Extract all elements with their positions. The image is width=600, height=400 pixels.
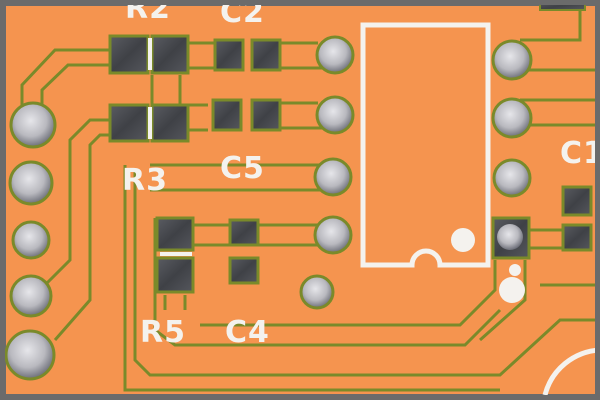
pad-r5-a [155,216,195,252]
ic-pin-left-4 [313,215,353,255]
label-c1: C1 [560,136,600,171]
header-pin-4 [9,274,53,318]
label-r3: R3 [122,163,168,198]
ic-pin-right-4 [497,224,523,250]
ic-pin-left-2 [315,95,355,135]
header-pin-2 [8,160,54,206]
pad-r2-a [108,34,150,75]
ic-pin-left-1 [315,35,355,75]
label-c5: C5 [220,151,265,186]
ic-pin-right-3 [492,158,532,198]
silkscreen-labels: R2 C2 R3 C5 R5 C4 C1 U1 [122,0,600,350]
pad-c5-b [250,98,282,132]
traces [20,5,600,392]
pad-c4-a [228,218,260,247]
pad-r3-b [150,103,190,143]
pad-c4-b [228,256,260,285]
ic-outline [360,22,600,396]
pad-c5-a [211,98,243,132]
ic-pin-right-2 [491,97,533,139]
pad-c1-b [561,223,593,252]
label-r5: R5 [140,315,186,350]
header-pin-3 [11,220,51,260]
through-hole-pins [4,35,533,381]
pad-r5-b [155,256,195,294]
via [299,274,335,310]
pad-r2-b [150,34,190,75]
pad-c2-b [250,38,282,72]
pad-c1-a [561,185,593,217]
label-c4: C4 [225,315,270,350]
ic-pin-left-3 [313,157,353,197]
smd-pads [108,0,593,294]
pad-c2-a [213,38,245,72]
header-pin-5 [4,329,56,381]
pad-r3-a [108,103,150,143]
ic-pin-right-1 [491,39,533,81]
header-pin-1 [9,101,57,149]
